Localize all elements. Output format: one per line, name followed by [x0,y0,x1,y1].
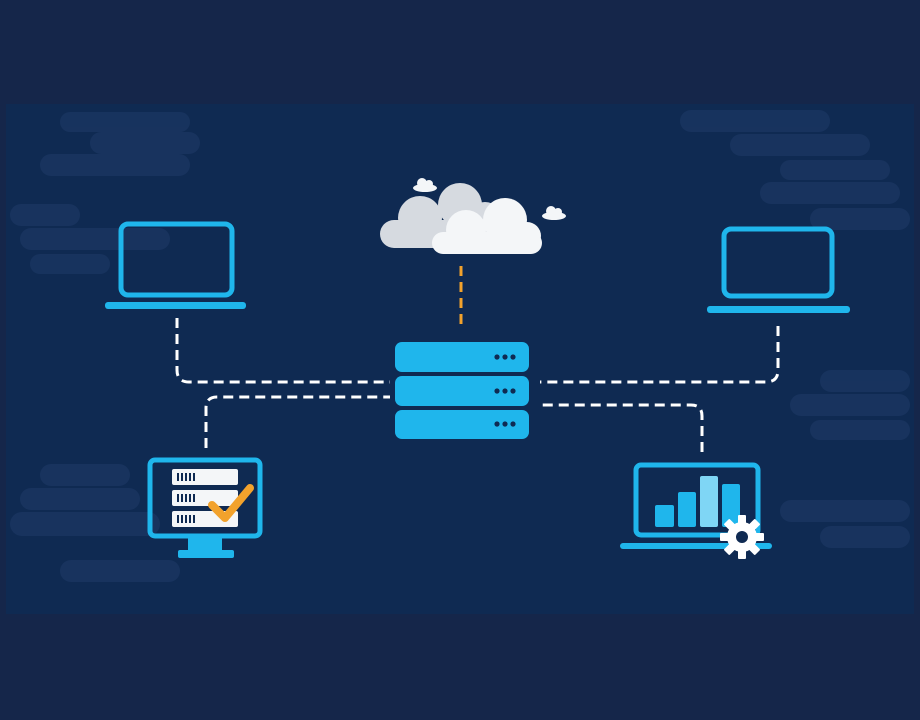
edge-laptop-right-server [540,326,780,384]
laptop-screen [633,462,761,538]
laptop-screen [721,226,835,299]
monitor-screen [147,457,263,539]
checklist-rows [172,469,238,527]
connectors [175,266,780,452]
small-cloud-icon [542,206,566,220]
monitor-stand [178,550,234,558]
server-unit [395,376,529,406]
laptop-screen [118,221,235,298]
server-rack-icon [395,342,529,439]
laptop-bar-chart-gear-icon [620,462,772,559]
monitor-neck [188,538,222,550]
cloud-icon [380,178,566,254]
small-cloud-icon [413,178,437,192]
laptop-base [707,306,850,313]
bar-chart-icon [655,476,740,527]
laptop-icon [707,226,850,313]
background-cloud-streaks [10,110,910,582]
edge-monitor-server [204,395,390,448]
laptop-icon [105,221,246,309]
monitor-checklist-icon [147,457,263,558]
checkmark-icon [208,484,254,522]
cloud-front [432,198,542,254]
laptop-base [105,302,246,309]
server-unit [395,410,529,439]
edge-analytics-server [540,403,704,452]
server-status-dots [494,354,516,427]
server-unit [395,342,529,372]
edge-laptop-left-server [175,318,390,384]
gear-icon [720,515,764,559]
